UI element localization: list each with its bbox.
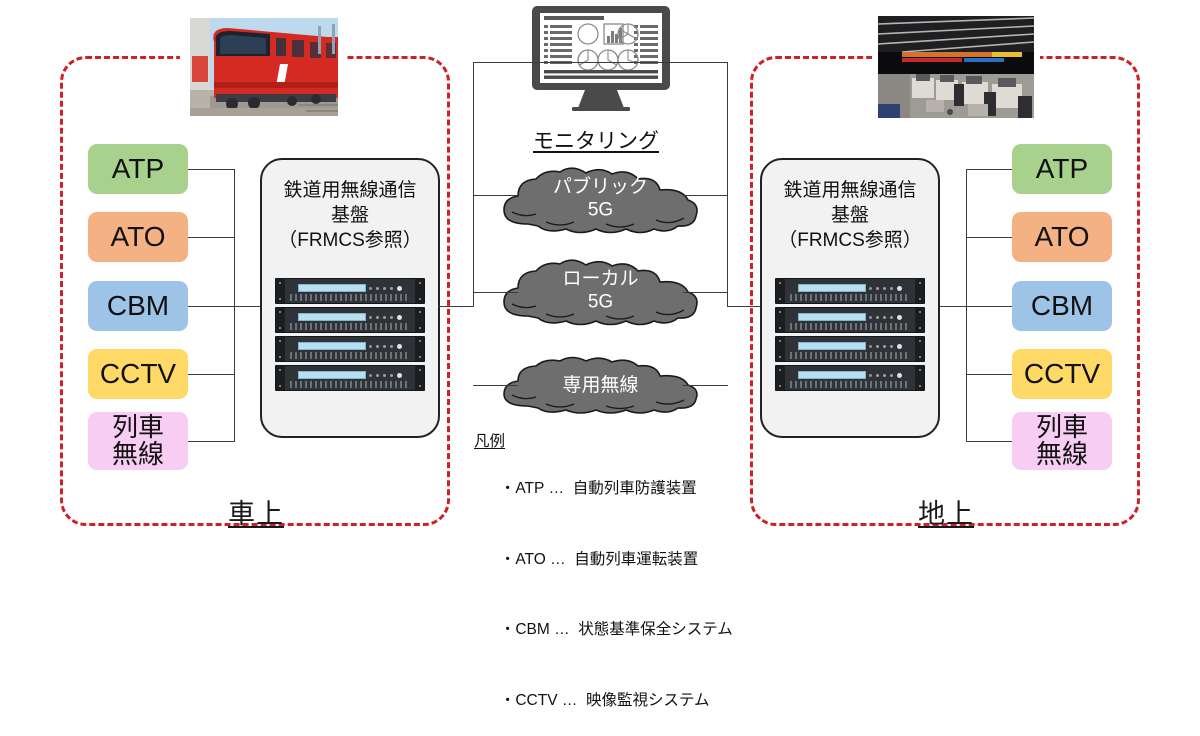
legend-row: ・CBM … 状態基準保全システム xyxy=(474,595,733,666)
server-unit xyxy=(275,336,425,362)
server-unit xyxy=(275,365,425,391)
connector-cbm-onboard xyxy=(188,306,234,307)
sysbox-cctv-onboard[interactable]: CCTV xyxy=(88,349,188,399)
sysbox-cbm-onboard[interactable]: CBM xyxy=(88,281,188,331)
server-unit xyxy=(775,307,925,333)
sysbox-cctv-ground[interactable]: CCTV xyxy=(1012,349,1112,399)
legend-desc: 自動列車防護装置 xyxy=(572,480,697,498)
sysbox-ato-onboard[interactable]: ATO xyxy=(88,212,188,262)
cloud-private-radio[interactable]: 専用無線 xyxy=(488,356,713,418)
platform-ground: 鉄道用無線通信 基盤 （FRMCS参照） xyxy=(760,158,940,438)
legend-abbr: ・ATP xyxy=(499,480,545,498)
server-unit xyxy=(775,278,925,304)
legend-desc: 映像監視システム xyxy=(585,692,710,710)
branch-local-right xyxy=(683,292,728,293)
connector-ato-ground xyxy=(966,237,1012,238)
legend-dots: … xyxy=(561,692,578,710)
zone-onboard-label: 車上 xyxy=(228,499,284,529)
monitor-dashboard-icon xyxy=(528,4,674,112)
legend-row: ・ATO … 自動列車運転装置 xyxy=(474,524,733,595)
trunk-left-to-platform xyxy=(438,306,474,307)
monitoring-label: モニタリング xyxy=(533,130,659,153)
legend-row: ・ATP … 自動列車防護装置 xyxy=(474,454,733,525)
trunk-right-to-platform xyxy=(727,306,763,307)
branch-public-left xyxy=(473,195,518,196)
server-unit xyxy=(775,365,925,391)
branch-private-left xyxy=(473,385,518,386)
server-stack-ground xyxy=(775,278,925,391)
server-unit xyxy=(775,336,925,362)
branch-public-right xyxy=(683,195,728,196)
zone-ground-label: 地上 xyxy=(918,499,974,529)
control-room-photo xyxy=(872,12,1040,122)
sysbox-train-radio-ground[interactable]: 列車 無線 xyxy=(1012,412,1112,470)
connector-bus-to-platform-onboard xyxy=(234,306,262,307)
connector-cbm-ground xyxy=(966,306,1012,307)
legend-desc: 自動列車運転装置 xyxy=(574,550,699,568)
legend-dots: … xyxy=(554,621,570,639)
legend: 凡例 ・ATP … 自動列車防護装置 ・ATO … 自動列車運転装置 ・CBM … xyxy=(474,430,733,736)
monitor-bus-horizontal xyxy=(473,62,728,63)
cloud-local-5g[interactable]: ローカル 5G xyxy=(488,258,713,330)
connector-atp-onboard xyxy=(188,169,234,170)
connector-bus-ground xyxy=(966,169,967,442)
platform-ground-title: 鉄道用無線通信 基盤 （FRMCS参照） xyxy=(778,180,922,252)
connector-atp-ground xyxy=(966,169,1012,170)
legend-desc: 状態基準保全システム xyxy=(578,621,733,639)
connector-bus-onboard xyxy=(234,169,235,442)
branch-private-right xyxy=(683,385,728,386)
connector-radio-onboard xyxy=(188,441,234,442)
sysbox-ato-ground[interactable]: ATO xyxy=(1012,212,1112,262)
legend-abbr: ・CCTV xyxy=(499,692,558,710)
monitor-bus-right-drop xyxy=(727,62,728,307)
legend-row: ・CCTV … 映像監視システム xyxy=(474,665,733,736)
connector-ato-onboard xyxy=(188,237,234,238)
legend-dots: … xyxy=(550,550,566,568)
sysbox-atp-ground[interactable]: ATP xyxy=(1012,144,1112,194)
train-photo xyxy=(180,12,345,122)
server-stack-onboard xyxy=(275,278,425,391)
cloud-public-5g[interactable]: パブリック 5G xyxy=(488,166,713,238)
connector-radio-ground xyxy=(966,441,1012,442)
connector-cctv-onboard xyxy=(188,374,234,375)
branch-local-left xyxy=(473,292,518,293)
platform-onboard-title: 鉄道用無線通信 基盤 （FRMCS参照） xyxy=(278,180,422,252)
legend-title: 凡例 xyxy=(474,433,506,450)
monitor-bus-left-drop xyxy=(473,62,474,307)
connector-cctv-ground xyxy=(966,374,1012,375)
sysbox-atp-onboard[interactable]: ATP xyxy=(88,144,188,194)
server-unit xyxy=(275,278,425,304)
platform-onboard: 鉄道用無線通信 基盤 （FRMCS参照） xyxy=(260,158,440,438)
sysbox-train-radio-onboard[interactable]: 列車 無線 xyxy=(88,412,188,470)
connector-platform-to-bus-ground xyxy=(940,306,966,307)
server-unit xyxy=(275,307,425,333)
legend-abbr: ・ATO xyxy=(499,550,546,568)
diagram-canvas: 車上 xyxy=(60,4,1140,709)
sysbox-cbm-ground[interactable]: CBM xyxy=(1012,281,1112,331)
legend-dots: … xyxy=(548,480,565,498)
legend-abbr: ・CBM xyxy=(499,621,550,639)
